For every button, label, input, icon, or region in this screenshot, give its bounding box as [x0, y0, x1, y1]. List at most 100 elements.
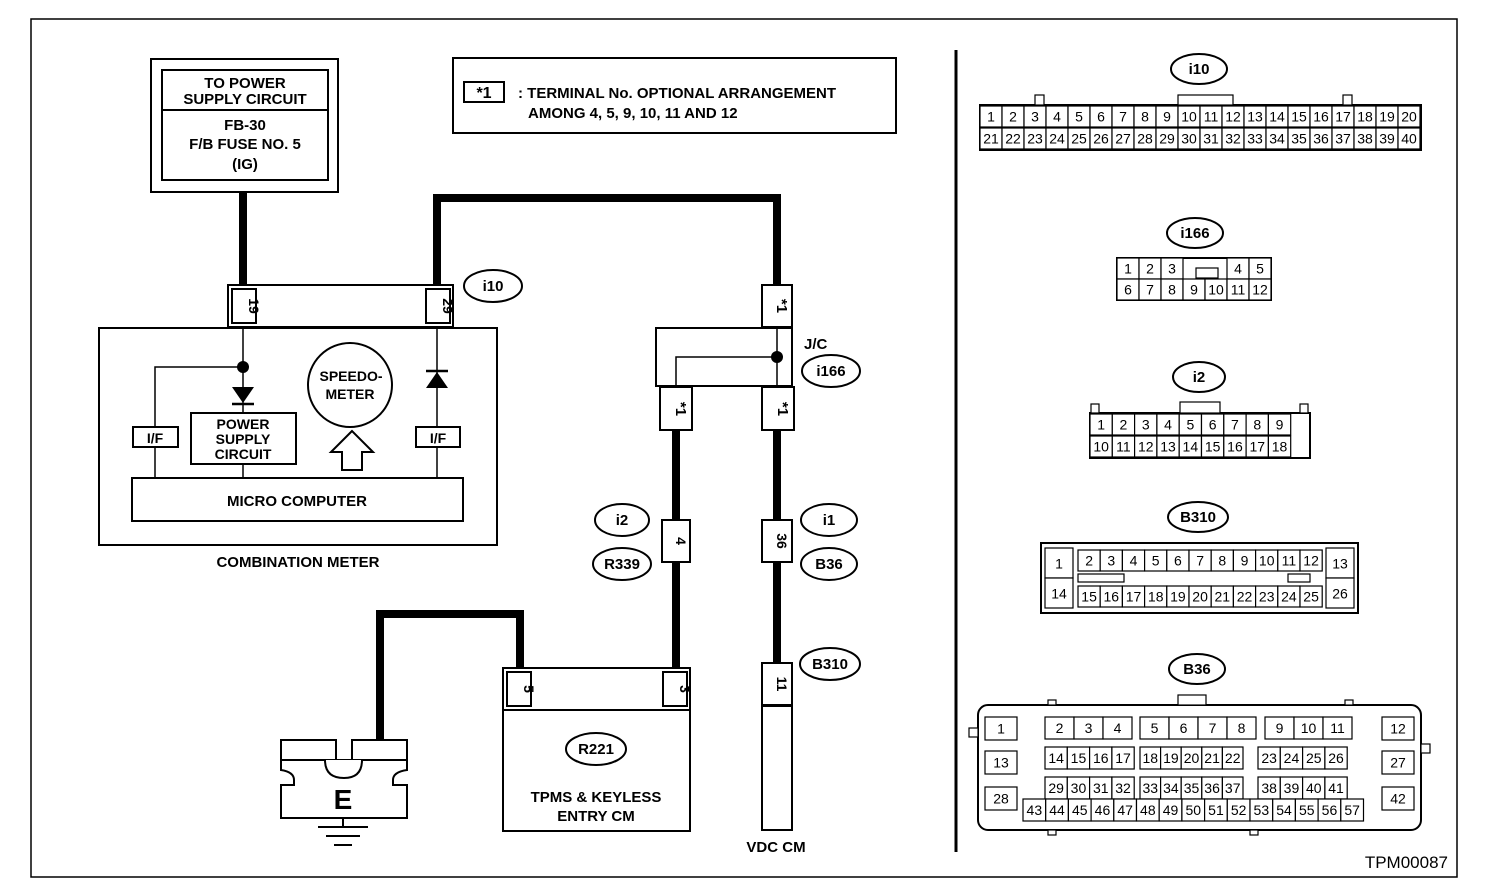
power-line2: SUPPLY CIRCUIT	[183, 91, 306, 108]
B36-pin: 7	[1209, 720, 1217, 736]
ground: E	[280, 739, 408, 846]
B310-pin: 21	[1215, 589, 1231, 605]
power-line4: F/B FUSE NO. 5	[189, 136, 301, 153]
pin-cell	[1324, 746, 1348, 770]
i10-pin: 22	[1005, 131, 1021, 147]
i10-pin: 39	[1379, 131, 1395, 147]
i10-pin: 23	[1027, 131, 1043, 147]
B36-pin: 3	[1085, 720, 1093, 736]
connector-R221: R221	[578, 741, 614, 758]
i10-pin: 1	[987, 109, 995, 125]
B36-pin: 28	[993, 791, 1009, 807]
pin-cell	[1397, 127, 1421, 150]
i10-pin: 26	[1093, 131, 1109, 147]
i2-pin: 1	[1097, 417, 1105, 433]
i166-pin: 9	[1190, 282, 1198, 298]
B36-pin: 52	[1231, 802, 1247, 818]
view-B36-tag	[1168, 653, 1226, 685]
B310-pin: 2	[1085, 553, 1093, 569]
B310-pin: 22	[1237, 589, 1253, 605]
view-i2-tag	[1172, 361, 1226, 393]
view-B310-tag	[1167, 501, 1229, 533]
i10-pin: 21	[983, 131, 999, 147]
power-supply-circuit-line2: SUPPLY	[216, 431, 271, 447]
i166-pin: 12	[1252, 282, 1268, 298]
i10-pin: 5	[1075, 109, 1083, 125]
B36-pin: 2	[1056, 720, 1064, 736]
B36-pin: 41	[1328, 780, 1344, 796]
i166-pin: 10	[1208, 282, 1224, 298]
if-label-left: I/F	[147, 430, 164, 446]
vdc-cm: 11 B310 VDC CM	[746, 647, 861, 856]
B36-pin: 11	[1330, 720, 1345, 736]
pin-cell	[984, 786, 1018, 811]
B36-pin: 27	[1390, 755, 1406, 771]
B36-pin: 22	[1225, 750, 1241, 766]
i2-pin: 14	[1183, 439, 1199, 455]
pin-cell	[1248, 278, 1272, 301]
B36-pin: 33	[1143, 780, 1159, 796]
combination-meter-label: COMBINATION METER	[216, 554, 379, 571]
pin-cell	[1044, 547, 1074, 579]
B36-pin: 24	[1284, 750, 1300, 766]
B36-pin: 18	[1143, 750, 1159, 766]
i166-pin: 2	[1146, 261, 1154, 277]
B36-pin: 49	[1163, 802, 1179, 818]
meter-connector-i10: i10	[483, 278, 504, 295]
up-arrow-icon	[328, 429, 376, 471]
B36-pin: 43	[1027, 802, 1043, 818]
B36-pin: 21	[1204, 750, 1220, 766]
pin-cell	[984, 750, 1018, 775]
i10-pin: 28	[1137, 131, 1153, 147]
B36-pin: 39	[1284, 780, 1300, 796]
i2-pin: 18	[1272, 439, 1288, 455]
B36-pin: 40	[1306, 780, 1322, 796]
i10-pin: 32	[1225, 131, 1241, 147]
B36-pin: 53	[1254, 802, 1270, 818]
B36-pin: 32	[1115, 780, 1131, 796]
pin-cell	[1381, 716, 1415, 741]
right-inline-pin: 36	[774, 533, 790, 549]
i10-pin: 19	[1379, 109, 1395, 125]
B310-pin: 19	[1170, 589, 1186, 605]
i166-pin: 1	[1124, 261, 1132, 277]
i10-pin: 29	[1159, 131, 1175, 147]
B310-pin: 26	[1332, 585, 1348, 601]
pin-cell	[1221, 746, 1244, 770]
pin-cell	[1102, 716, 1133, 740]
i10-pin: 18	[1357, 109, 1373, 125]
B36-pin: 13	[993, 755, 1009, 771]
power-supply-circuit-line1: POWER	[217, 416, 270, 432]
B310-pin: 23	[1259, 589, 1275, 605]
jc-pin-right: *1	[774, 402, 791, 416]
i10-pin: 30	[1181, 131, 1197, 147]
B310-pin: 12	[1303, 553, 1319, 569]
left-inline-pin: 4	[673, 537, 689, 545]
wires	[239, 193, 781, 740]
B36-pin: 6	[1180, 720, 1188, 736]
i10-pin: 4	[1053, 109, 1061, 125]
combination-meter: 19 29 i10 I/F I/F POWER SUPPLY CIRCUIT S…	[98, 269, 523, 571]
B310-pin: 20	[1192, 589, 1208, 605]
joint-connector: *1 *1 *1 J/C i166	[655, 284, 861, 431]
B310-pin: 14	[1051, 585, 1067, 601]
power-supply-box: TO POWER SUPPLY CIRCUIT FB-30 F/B FUSE N…	[150, 58, 339, 193]
view-i10-name: i10	[1189, 61, 1210, 78]
B36-pin: 51	[1208, 802, 1224, 818]
i10-pin: 9	[1163, 109, 1171, 125]
view-B310-name: B310	[1180, 509, 1216, 526]
B36-pin: 37	[1225, 780, 1241, 796]
pin-cell	[1267, 435, 1292, 458]
B36-pin: 44	[1049, 802, 1065, 818]
i10-pin: 11	[1204, 109, 1219, 125]
i166-pin: 7	[1146, 282, 1154, 298]
view-B36-name: B36	[1183, 661, 1211, 678]
view-i166-name: i166	[1180, 225, 1209, 242]
inline-connectors: 4 i2 R339 36 i1 B36	[592, 503, 858, 581]
B310-pin: 17	[1126, 589, 1142, 605]
B36-pin: 30	[1071, 780, 1087, 796]
i10-pin: 25	[1071, 131, 1087, 147]
B36-pin: 17	[1115, 750, 1131, 766]
tpms-line2: ENTRY CM	[557, 808, 635, 825]
